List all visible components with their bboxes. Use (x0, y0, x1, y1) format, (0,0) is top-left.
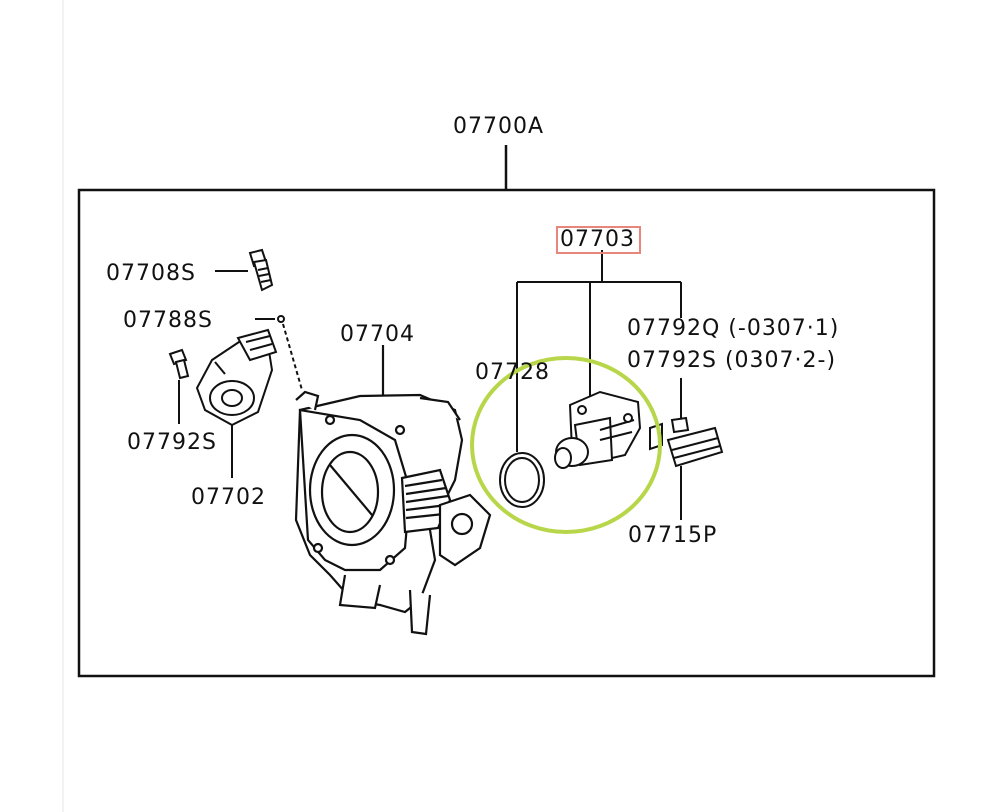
label-07703: 07703 (556, 226, 641, 254)
screw-07788S (255, 315, 303, 391)
screw-07792-right (670, 378, 690, 434)
label-07792Q: 07792Q (-0307·1) (627, 316, 840, 341)
label-07708S: 07708S (106, 261, 196, 286)
label-07704: 07704 (340, 322, 415, 347)
sensor-07702 (195, 328, 278, 478)
label-07702: 07702 (191, 485, 266, 510)
isc-valve-07703 (554, 390, 642, 469)
label-07792S-right: 07792S (0307·2-) (627, 348, 837, 373)
bracket-07703 (516, 250, 682, 452)
label-07700A: 07700A (453, 114, 545, 139)
throttle-body-07704 (294, 345, 492, 636)
label-07715P: 07715P (628, 523, 718, 548)
screw-07792S-left (168, 348, 190, 424)
highlight-circle (470, 356, 662, 534)
label-07792S-left: 07792S (127, 430, 217, 455)
label-07728: 07728 (475, 360, 550, 385)
screw-07708S (215, 248, 274, 292)
o-ring-07728 (499, 452, 545, 508)
label-07788S: 07788S (123, 308, 213, 333)
